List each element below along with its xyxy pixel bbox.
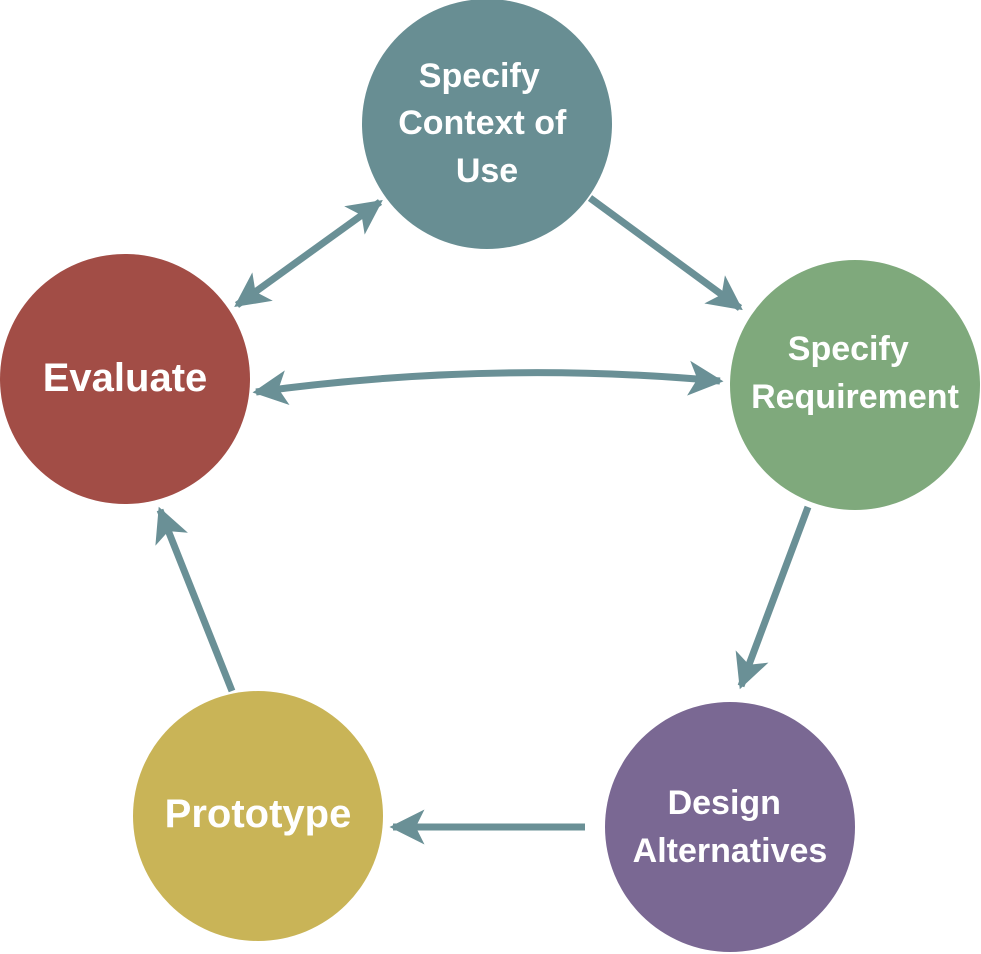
arrow-evaluate-context (234, 199, 383, 308)
node-label-line: Evaluate (43, 356, 208, 400)
node-label: Prototype (165, 792, 352, 836)
arrow-context-requirement (587, 195, 743, 311)
arrow-prototype-evaluate (155, 506, 236, 693)
arrow-requirement-design (735, 505, 812, 690)
node-circle (730, 260, 980, 510)
node-specify-context-of-use: Specify Context of Use (362, 0, 612, 249)
node-circle (605, 702, 855, 952)
node-label-line: Prototype (165, 792, 352, 836)
node-circle (362, 0, 612, 249)
arrow-evaluate-requirement (252, 360, 724, 406)
node-label-line: Alternatives (633, 832, 828, 870)
node-label: Evaluate (43, 356, 208, 400)
node-circle (133, 691, 383, 941)
node-evaluate: Evaluate (0, 254, 250, 504)
node-label: Specify Requirement (751, 330, 959, 416)
node-label-line: Specify (419, 57, 540, 95)
node-prototype: Prototype (133, 691, 383, 941)
node-label-line: Context of (398, 104, 567, 142)
node-circle (0, 254, 250, 504)
node-label: Design Alternatives (633, 784, 828, 870)
node-label-line: Design (668, 784, 781, 822)
arrows (155, 195, 812, 845)
node-specify-requirement: Specify Requirement (730, 260, 980, 510)
node-label-line: Specify (788, 330, 909, 368)
node-label: Specify Context of Use (398, 57, 576, 190)
node-label-line: Requirement (751, 378, 959, 416)
node-design-alternatives: Design Alternatives (605, 702, 855, 952)
node-label-line: Use (456, 152, 518, 190)
